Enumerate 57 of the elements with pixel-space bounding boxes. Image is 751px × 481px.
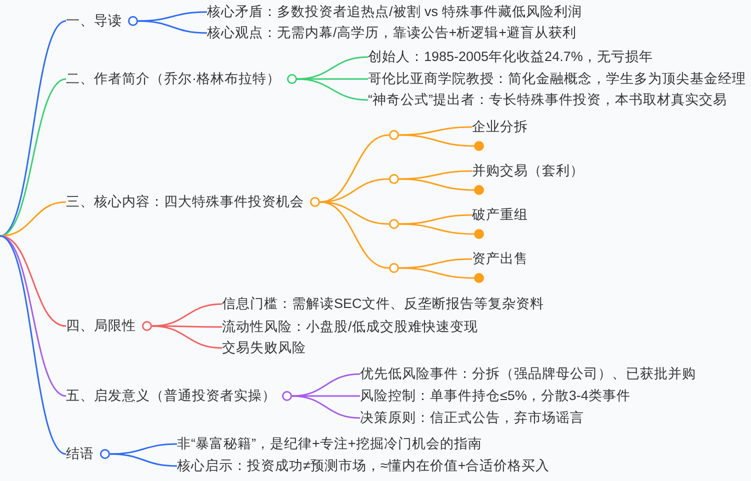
hollow-circle-icon — [389, 130, 399, 140]
topic-text: 一、导读 — [66, 12, 122, 30]
branch-text: 核心启示：投资成功≠预测市场，≈懂内在价值+合适价格买入 — [177, 457, 550, 475]
branch-line — [398, 170, 472, 180]
branch-line — [138, 11, 208, 22]
branch-line — [296, 78, 368, 101]
branch-line — [398, 126, 472, 136]
hollow-circle-icon — [389, 263, 399, 273]
branch-text: 创始人：1985-2005年化收益24.7%，无亏损年 — [368, 48, 653, 66]
branch-text: 资产出售 — [472, 250, 528, 268]
branch-text: 破产重组 — [472, 206, 528, 224]
branch-line — [152, 325, 222, 349]
branch-text: 哥伦比亚商学院教授：简化金融概念，学生多为顶尖基金经理 — [368, 70, 746, 88]
dot-icon — [474, 141, 484, 151]
branch-text: 风险控制：单事件持仓≤5%，分散3-4类事件 — [360, 387, 630, 405]
branch-line — [0, 235, 66, 327]
branch-text: 交易失败风险 — [222, 339, 306, 357]
branch-line — [138, 20, 208, 34]
branch-line — [296, 56, 368, 80]
branch-line — [152, 303, 222, 327]
branch-line — [292, 373, 360, 397]
topic-text: 五、启发意义（普通投资者实操） — [66, 387, 276, 405]
branch-line — [292, 395, 360, 419]
branch-text: “神奇公式”提出者：专长特殊事件投资，本书取材真实交易 — [368, 91, 727, 109]
branch-text: 信息门槛：需解读SEC文件、反垄断报告等复杂资料 — [222, 295, 544, 313]
dot-icon — [474, 273, 484, 283]
branch-line — [0, 201, 66, 237]
dot-icon — [474, 229, 484, 239]
topic-text: 结语 — [66, 445, 94, 463]
branch-line — [0, 20, 66, 237]
hollow-circle-icon — [389, 219, 399, 229]
branch-line — [320, 201, 390, 269]
branch-line — [398, 267, 474, 279]
branch-text: 企业分拆 — [472, 118, 528, 136]
branch-line — [0, 235, 66, 397]
topic-text: 二、作者简介（乔尔·格林布拉特） — [66, 70, 280, 88]
branch-line — [398, 178, 474, 191]
branch-line — [398, 223, 474, 235]
branch-text: 核心观点：无需内幕/高学历，靠读公告+析逻辑+避盲从获利 — [207, 24, 577, 42]
branch-line — [0, 235, 66, 455]
branch-line — [398, 258, 472, 269]
branch-line — [110, 443, 178, 455]
branch-text: 流动性风险：小盘股/低成交股难快速变现 — [222, 318, 478, 336]
branch-line — [320, 178, 390, 203]
branch-text: 非“暴富秘籍”，是纪律+专注+挖掘冷门机会的指南 — [177, 435, 482, 453]
branch-text: 决策原则：信正式公告，弃市场谣言 — [360, 409, 584, 427]
topic-text: 四、局限性 — [66, 317, 136, 335]
hollow-circle-icon — [389, 174, 399, 184]
branch-line — [0, 78, 66, 237]
branch-line — [398, 214, 472, 225]
dot-icon — [474, 185, 484, 195]
branch-text: 并购交易（套利） — [472, 162, 584, 180]
branch-line — [110, 453, 178, 467]
branch-text: 核心矛盾：多数投资者追热点/被割 vs 特殊事件藏低风险利润 — [207, 3, 582, 21]
branch-text: 优先低风险事件：分拆（强品牌母公司）、已获批并购 — [360, 365, 696, 383]
topic-text: 三、核心内容：四大特殊事件投资机会 — [66, 193, 304, 211]
branch-line — [398, 134, 474, 147]
